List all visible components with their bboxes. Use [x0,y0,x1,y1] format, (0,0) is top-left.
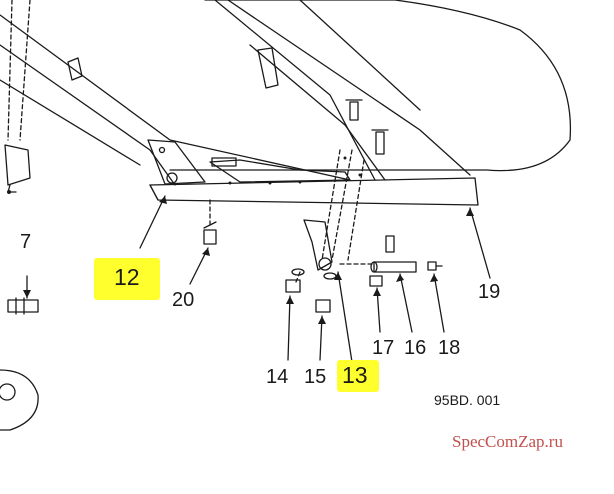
drawing-code: 95BD. 001 [434,392,501,408]
nut-item-14 [285,279,301,293]
frame-rail-diagonal-2 [249,44,386,181]
leader-13 [337,271,353,363]
leader-16 [399,273,413,333]
hinge-bracket [147,139,206,185]
highlight-12 [94,258,160,300]
grease-nipple-item-18 [427,261,443,271]
callout-16: 16 [404,337,427,359]
leader-19 [469,207,491,279]
bolt-item-7 [7,299,39,313]
nut-item-15 [315,299,331,313]
frame-rail-top [0,14,351,181]
callout-7: 7 [20,231,32,253]
bolt-lower [371,129,389,155]
callout-15: 15 [304,366,327,388]
callout-20: 20 [172,289,195,311]
left-hanging-bracket [4,144,31,186]
deck-cover-inner-line [227,0,471,176]
latch-mechanism [209,159,351,183]
callout-17: 17 [372,337,395,359]
callout-12: 12 [114,264,140,290]
watermark: SpecComZap.ru [452,432,563,451]
leader-14 [287,295,291,361]
callout-19: 19 [478,281,501,303]
deck-cover-fold-line [299,0,421,111]
leader-18 [433,273,445,333]
bolt-item-20 [203,229,217,245]
washer-item-14 [291,268,305,276]
roller-outline [0,369,39,431]
callout-13: 13 [342,362,368,388]
callout-14: 14 [266,366,289,388]
hinge-pin [166,172,178,184]
callout-18: 18 [438,337,461,359]
nut-item-17 [369,275,383,287]
bracket-bushing [318,257,332,271]
leader-12 [139,195,166,249]
rail-hinge-left [67,57,83,81]
frame-rail-diagonal [214,0,376,181]
bolt-upper [345,99,363,121]
highlight-13 [337,360,379,392]
rail-hinge-right [257,47,279,89]
support-bracket [303,219,333,271]
bolt-item-17 [385,235,395,253]
pin-item-16 [373,261,417,273]
washer-item-15 [323,272,337,280]
deck-cover-outline [169,0,572,172]
frame-rail-middle [0,44,176,186]
bottom-beam-top-edge [149,184,159,201]
roller-hub [0,383,16,401]
